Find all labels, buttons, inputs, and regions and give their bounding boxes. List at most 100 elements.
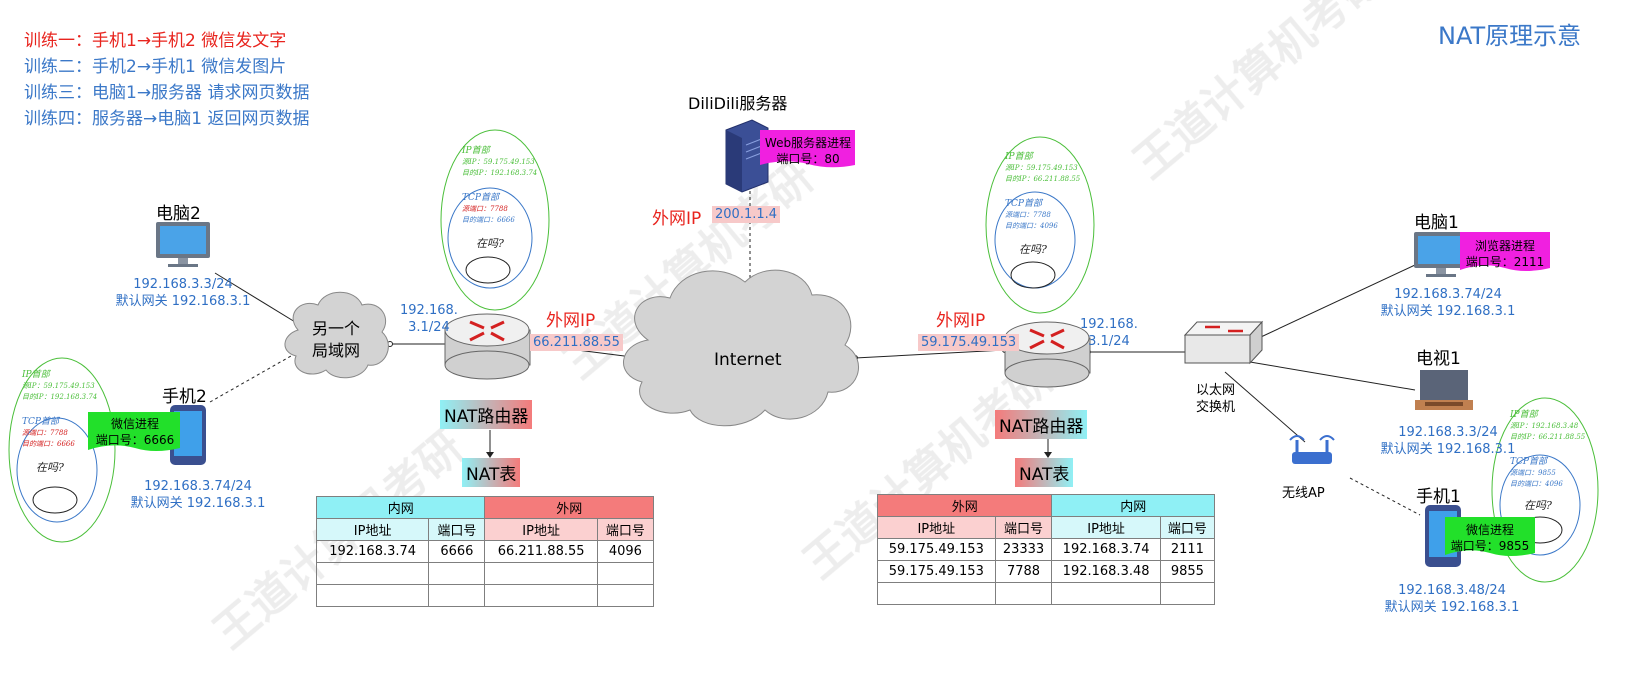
note-left-phone: IP首部 源IP：59.175.49.153 目的IP：192.168.3.74…: [22, 370, 98, 474]
wechat-process-tag-right: [1445, 517, 1535, 556]
router-right-icon: [1004, 321, 1091, 388]
note-left-phone-outline: [8, 357, 116, 543]
nat-right-header: 端口号: [994, 516, 1053, 539]
nat-left-group-outer: 外网: [484, 496, 654, 519]
note-left-top: IP首部 源IP：59.175.49.153 目的IP：192.168.3.74…: [462, 146, 538, 250]
pc2-icon: [156, 222, 210, 267]
note-right-phone: IP首部 源IP：192.168.3.48 目的IP：66.211.88.55 …: [1510, 410, 1586, 512]
right-nat-table-label: NAT表: [1015, 458, 1074, 487]
cell: 192.168.3.48: [1051, 560, 1161, 583]
note-right-top: IP首部 源IP：59.175.49.153 目的IP：66.211.88.55…: [1005, 152, 1081, 256]
training-item: 训练二：手机2→手机1 微信发图片: [24, 57, 287, 77]
cell: [596, 562, 655, 585]
tv1-label: 电视1: [1416, 349, 1461, 369]
note-right-top-outline: [985, 136, 1095, 314]
nat-left-header: 端口号: [596, 518, 655, 541]
internet-cloud: [623, 269, 859, 427]
link-switch-tv1: [1249, 361, 1416, 391]
nat-left-header: IP地址: [484, 518, 598, 541]
training-item: 训练三：电脑1→服务器 请求网页数据: [24, 83, 310, 103]
training-item: 训练四：服务器→电脑1 返回网页数据: [24, 109, 310, 129]
ap-label: 无线AP: [1282, 486, 1325, 501]
phone2-process: 微信进程端口号：6666: [95, 417, 175, 447]
cell: [315, 562, 430, 585]
switch-label: 以太网 交换机: [1196, 383, 1236, 415]
training-item: 训练一：手机1→手机2 微信发文字: [24, 31, 287, 51]
cell: 2111: [1159, 538, 1216, 561]
internet-label: Internet: [714, 350, 782, 370]
cell: [994, 582, 1053, 605]
cell: 6666: [428, 540, 486, 563]
wireless-ap-icon: [1289, 435, 1335, 464]
cell: 23333: [994, 538, 1053, 561]
web-process-tag: [760, 130, 855, 168]
cell: [428, 584, 486, 607]
web-process-label: Web服务器进程端口号：80: [764, 136, 852, 166]
left-router-lan-ip: 192.168. 3.1/24: [400, 303, 458, 335]
phone2-label: 手机2: [162, 387, 207, 407]
left-lan-cloud: [284, 291, 389, 379]
link-switch-pc1: [1247, 264, 1416, 344]
nat-left-header: 端口号: [428, 518, 486, 541]
cell: [484, 562, 598, 585]
cell: [877, 582, 996, 605]
pc1-icon: [1414, 232, 1468, 277]
cell: 59.175.49.153: [877, 560, 996, 583]
cell: [315, 584, 430, 607]
table-row: [315, 584, 655, 607]
note-left-top-outline: [440, 129, 550, 311]
cell: [596, 584, 655, 607]
router-left-icon: [444, 313, 531, 380]
wechat-process-tag-left: [88, 412, 180, 451]
left-router-label: NAT路由器: [440, 400, 533, 429]
nat-right-group-outer: 外网: [876, 494, 1053, 517]
server-icon: [725, 119, 769, 193]
left-router-wan-ip: 66.211.88.55: [530, 334, 623, 351]
note-right-phone-outline: [1491, 397, 1599, 583]
table-row: [877, 582, 1216, 605]
nat-right-header: IP地址: [877, 516, 996, 539]
pc1-label: 电脑1: [1414, 213, 1459, 233]
switch-icon: [1183, 320, 1264, 365]
nat-right-header: 端口号: [1159, 516, 1216, 539]
cell: [484, 584, 598, 607]
browser-process-tag: [1460, 232, 1550, 271]
cell: [428, 562, 486, 585]
tv1-icon: [1415, 370, 1473, 410]
link-ap-phone1: [1349, 477, 1421, 516]
server-wan-label: 外网IP: [652, 209, 702, 229]
cell: [1159, 582, 1216, 605]
right-router-lan-ip: 192.168. 3.1/24: [1080, 317, 1138, 349]
cell: 66.211.88.55: [484, 540, 598, 563]
link-switch-ap: [1224, 371, 1306, 443]
cell: 192.168.3.74: [1051, 538, 1161, 561]
server-label: DiliDili服务器: [688, 94, 788, 113]
training-list: 训练一：手机1→手机2 微信发文字 训练二：手机2→手机1 微信发图片 训练三：…: [24, 28, 309, 132]
nat-right-group-inner: 内网: [1051, 494, 1215, 517]
cell: 4096: [596, 540, 655, 563]
svg-text:王道计算机考研: 王道计算机考研: [1125, 0, 1392, 188]
page-title: NAT原理示意: [1438, 22, 1582, 50]
nat-left-group-inner: 内网: [315, 496, 486, 519]
phone1-label: 手机1: [1416, 487, 1461, 507]
cell: 7788: [994, 560, 1053, 583]
cell: 59.175.49.153: [877, 538, 996, 561]
left-nat-table-label: NAT表: [462, 458, 521, 487]
cell: 192.168.3.74: [315, 540, 430, 563]
link-pc2-lan: [214, 272, 301, 326]
left-lan-label: 另一个 局域网: [312, 319, 361, 360]
right-router-wan-label: 外网IP: [936, 311, 986, 331]
phone1-process: 微信进程端口号：9855: [1450, 523, 1530, 553]
table-row: [315, 562, 655, 585]
right-router-wan-ip: 59.175.49.153: [918, 334, 1020, 351]
cell: 9855: [1159, 560, 1216, 583]
